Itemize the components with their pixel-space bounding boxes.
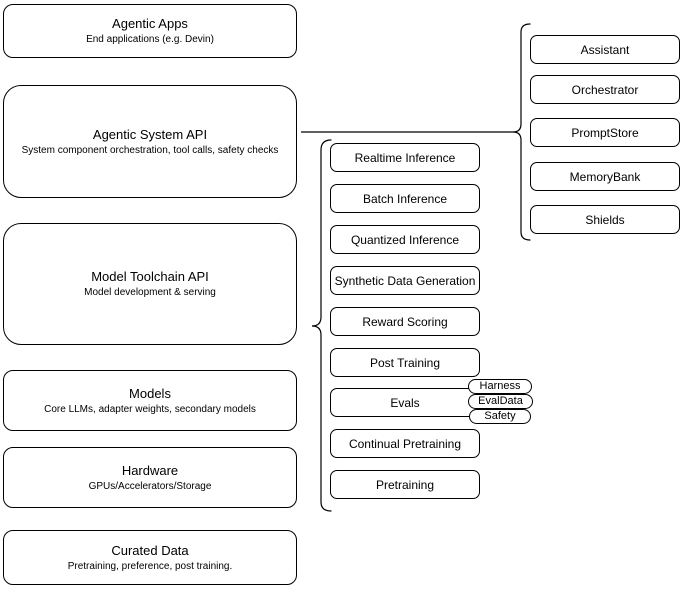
- node-model-toolchain-api: Model Toolchain API Model development & …: [3, 223, 297, 345]
- node-label: Continual Pretraining: [348, 436, 462, 451]
- node-synthetic-data-generation: Synthetic Data Generation: [330, 266, 480, 295]
- node-shields: Shields: [530, 205, 680, 234]
- node-label: Assistant: [580, 42, 630, 57]
- node-subtitle: Model development & serving: [84, 287, 216, 298]
- tag-label: Safety: [484, 410, 516, 422]
- node-post-training: Post Training: [330, 348, 480, 377]
- node-title: Agentic System API: [92, 126, 208, 142]
- node-title: Models: [129, 385, 171, 401]
- tag-evaldata: EvalData: [468, 394, 533, 409]
- node-quantized-inference: Quantized Inference: [330, 225, 480, 254]
- node-subtitle: Core LLMs, adapter weights, secondary mo…: [44, 403, 256, 415]
- node-label: Synthetic Data Generation: [334, 273, 476, 288]
- node-title: Hardware: [121, 462, 179, 478]
- node-memorybank: MemoryBank: [530, 162, 680, 191]
- node-curated-data: Curated Data Pretraining, preference, po…: [3, 530, 297, 585]
- node-reward-scoring: Reward Scoring: [330, 307, 480, 336]
- node-label: Shields: [585, 212, 625, 227]
- node-pretraining: Pretraining: [330, 470, 480, 499]
- node-label: Post Training: [369, 355, 441, 370]
- tag-label: EvalData: [478, 395, 523, 407]
- node-realtime-inference: Realtime Inference: [330, 143, 480, 172]
- node-title: Model Toolchain API: [91, 269, 209, 284]
- node-subtitle: Pretraining, preference, post training.: [67, 560, 233, 572]
- node-evals: Evals: [330, 388, 480, 417]
- node-label: Reward Scoring: [362, 314, 448, 329]
- tag-label: Harness: [479, 380, 521, 392]
- node-label: Pretraining: [375, 477, 435, 492]
- node-title: Curated Data: [111, 542, 189, 558]
- node-label: Quantized Inference: [350, 232, 460, 247]
- node-label: Batch Inference: [362, 191, 448, 206]
- node-label: Evals: [390, 395, 420, 410]
- tag-harness: Harness: [468, 379, 532, 394]
- node-models: Models Core LLMs, adapter weights, secon…: [3, 370, 297, 431]
- node-orchestrator: Orchestrator: [530, 75, 680, 104]
- node-subtitle: System component orchestration, tool cal…: [21, 144, 279, 156]
- node-subtitle: End applications (e.g. Devin): [86, 34, 214, 45]
- node-title: Agentic Apps: [112, 16, 188, 31]
- node-agentic-system-api: Agentic System API System component orch…: [3, 85, 297, 198]
- node-label: Orchestrator: [571, 82, 639, 97]
- node-label: MemoryBank: [569, 169, 641, 184]
- node-subtitle: GPUs/Accelerators/Storage: [88, 480, 212, 492]
- node-label: Realtime Inference: [354, 150, 456, 165]
- toolchain-brace: [311, 139, 332, 512]
- node-hardware: Hardware GPUs/Accelerators/Storage: [3, 447, 297, 508]
- system-components-brace: [512, 23, 531, 241]
- node-continual-pretraining: Continual Pretraining: [330, 429, 480, 458]
- node-agentic-apps: Agentic Apps End applications (e.g. Devi…: [3, 4, 297, 58]
- node-label: PromptStore: [571, 125, 639, 140]
- tag-safety: Safety: [469, 409, 531, 424]
- node-assistant: Assistant: [530, 35, 680, 64]
- node-promptstore: PromptStore: [530, 118, 680, 147]
- node-batch-inference: Batch Inference: [330, 184, 480, 213]
